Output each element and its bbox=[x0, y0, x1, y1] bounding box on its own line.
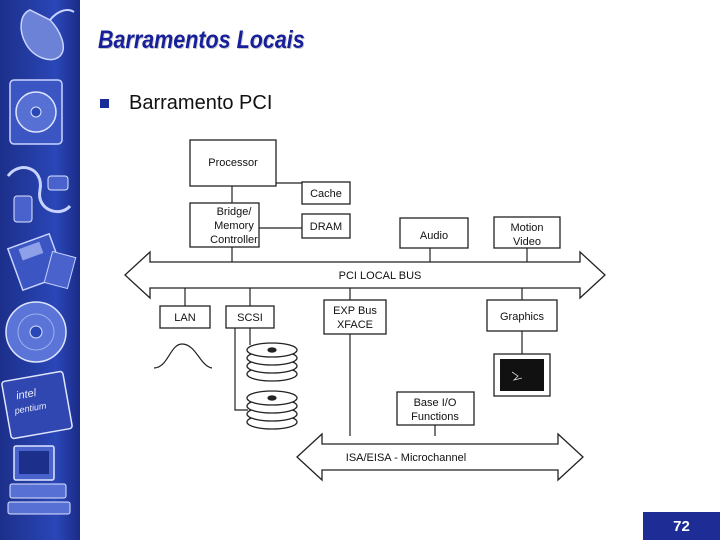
sidebar-art: intel pentium bbox=[1, 9, 77, 515]
cache-box bbox=[301, 181, 351, 205]
processor-label: Processor bbox=[208, 157, 258, 169]
dram-label: DRAM bbox=[310, 221, 342, 233]
dram-box bbox=[301, 213, 351, 239]
disk-stack-icon bbox=[246, 342, 298, 382]
page-number: 72 bbox=[673, 517, 690, 535]
cable-icon bbox=[6, 166, 72, 223]
floppy-disk-icon bbox=[6, 232, 77, 292]
bullet-item: Barramento PCI bbox=[100, 91, 272, 115]
isa-bus-arrow bbox=[296, 432, 584, 482]
monitor-icon bbox=[493, 353, 551, 397]
lan-label: LAN bbox=[174, 312, 195, 324]
graphics-label: Graphics bbox=[500, 311, 545, 323]
lan-wave-icon bbox=[153, 343, 213, 369]
graphics-box bbox=[486, 299, 558, 332]
motion-video-label-2: Video bbox=[513, 236, 541, 248]
lan-box bbox=[159, 305, 211, 329]
base-io-label-2: Functions bbox=[411, 411, 459, 423]
bridge-label-3: Controller bbox=[210, 234, 258, 246]
exp-bus-box bbox=[323, 299, 387, 335]
cache-label: Cache bbox=[310, 188, 342, 200]
svg-text:intel: intel bbox=[15, 387, 38, 402]
pci-bus-label: PCI LOCAL BUS bbox=[339, 270, 422, 282]
exp-bus-label-2: XFACE bbox=[337, 319, 373, 331]
disk-stack-icon bbox=[246, 390, 298, 430]
scsi-disk-line bbox=[234, 328, 248, 411]
intel-pentium-chip-icon: intel pentium bbox=[1, 370, 73, 440]
page-number-badge: 72 bbox=[643, 512, 720, 540]
base-io-box bbox=[396, 391, 475, 426]
slide-title: Barramentos Locais bbox=[98, 26, 305, 54]
sidebar-decoration: intel pentium bbox=[0, 0, 80, 540]
computer-icon bbox=[7, 445, 71, 515]
processor-box bbox=[189, 139, 277, 187]
exp-bus-label-1: EXP Bus bbox=[333, 305, 377, 317]
scsi-box bbox=[225, 305, 275, 329]
motion-video-label-1: Motion bbox=[510, 222, 543, 234]
audio-box bbox=[399, 217, 469, 249]
bullet-text: Barramento PCI bbox=[129, 91, 273, 114]
motion-video-box bbox=[493, 216, 561, 249]
isa-bus-label: ISA/EISA - Microchannel bbox=[346, 452, 466, 464]
cd-icon bbox=[5, 301, 67, 363]
base-io-label-1: Base I/O bbox=[414, 397, 457, 409]
pci-local-bus-arrow bbox=[124, 250, 606, 300]
bridge-label-2: Memory bbox=[214, 220, 254, 232]
mouse-icon bbox=[20, 9, 75, 61]
audio-label: Audio bbox=[420, 230, 448, 242]
bullet-square-icon bbox=[100, 98, 109, 108]
hard-disk-icon bbox=[9, 79, 63, 145]
bridge-box bbox=[189, 202, 260, 248]
bridge-label-1: Bridge/ bbox=[217, 206, 253, 218]
scsi-label: SCSI bbox=[237, 312, 263, 324]
